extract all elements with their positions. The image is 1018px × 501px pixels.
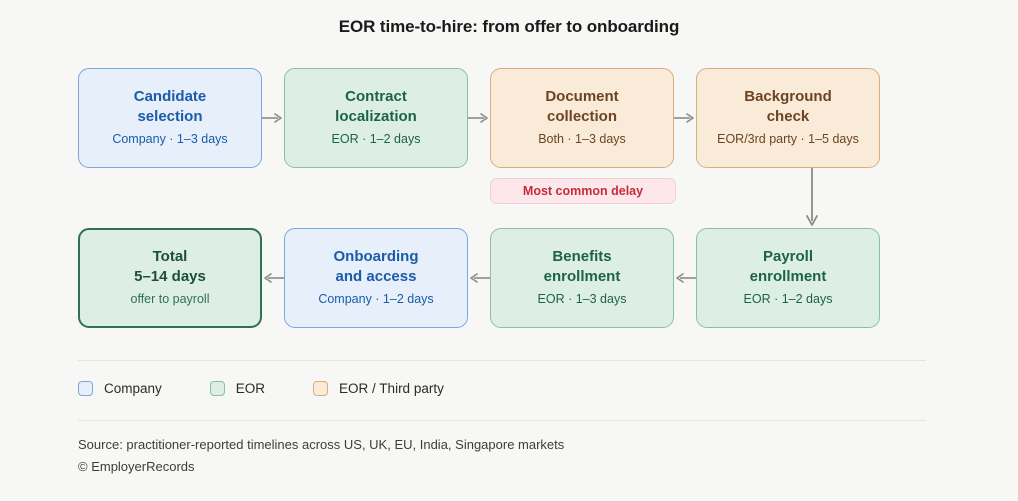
arrow-right-icon [468, 68, 490, 168]
arrow-left-icon [262, 228, 284, 328]
legend-swatch-icon [209, 381, 225, 396]
arrow-right-icon [262, 68, 284, 168]
flow-node-contract-localization[interactable]: Contract localization EOR · 1–2 days [284, 68, 468, 168]
legend-label: EOR [235, 381, 266, 396]
flow-node-title: Background check [744, 88, 832, 126]
footer-copyright: © EmployerRecords [78, 459, 195, 475]
page-title: EOR time-to-hire: from offer to onboardi… [338, 17, 680, 36]
divider-above-footer [78, 420, 926, 421]
legend-label: EOR / Third party [339, 381, 444, 396]
legend: Company EOR EOR / Third party [78, 381, 492, 396]
flow-node-meta: EOR · 1–2 days [331, 132, 421, 147]
flow-node-title: Benefits enrollment [543, 248, 621, 286]
legend-item-company[interactable]: Company [78, 381, 162, 396]
flow-node-title: Total 5–14 days [134, 248, 206, 286]
footer-source: Source: practitioner-reported timelines … [78, 437, 565, 452]
legend-item-eor[interactable]: EOR [209, 381, 266, 396]
flow-node-total[interactable]: Total 5–14 days offer to payroll [78, 228, 262, 328]
flow-node-background-check[interactable]: Background check EOR/3rd party · 1–5 day… [696, 68, 880, 168]
flow-node-meta: offer to payroll [130, 292, 210, 307]
legend-item-eor-third-party[interactable]: EOR / Third party [313, 381, 444, 396]
legend-label: Company [104, 381, 162, 396]
arrow-left-icon [468, 228, 490, 328]
flow-node-candidate-selection[interactable]: Candidate selection Company · 1–3 days [78, 68, 262, 168]
flow-node-payroll-enrollment[interactable]: Payroll enrollment EOR · 1–2 days [696, 228, 880, 328]
flow-node-title: Document collection [545, 88, 619, 126]
status-badge-most-common-delay: Most common delay [490, 178, 676, 204]
flow-node-meta: Company · 1–2 days [318, 292, 434, 307]
flow-row-top: Candidate selection Company · 1–3 days C… [78, 68, 880, 168]
flow-node-meta: Company · 1–3 days [112, 132, 228, 147]
flow-node-title: Candidate selection [133, 88, 207, 126]
flow-node-meta: Both · 1–3 days [538, 132, 626, 147]
flow-node-title: Onboarding and access [333, 248, 419, 286]
flow-row-bottom: Total 5–14 days offer to payroll Onboard… [78, 228, 880, 328]
flow-node-benefits-enrollment[interactable]: Benefits enrollment EOR · 1–3 days [490, 228, 674, 328]
legend-swatch-icon [313, 381, 329, 396]
divider-above-legend [78, 360, 926, 361]
flow-node-meta: EOR · 1–3 days [537, 292, 627, 307]
flow-node-title: Contract localization [335, 88, 417, 126]
flow-node-onboarding-and-access[interactable]: Onboarding and access Company · 1–2 days [284, 228, 468, 328]
flow-node-meta: EOR/3rd party · 1–5 days [717, 132, 859, 147]
flow-node-title: Payroll enrollment [749, 248, 827, 286]
arrow-down-icon [802, 168, 822, 230]
arrow-left-icon [674, 228, 696, 328]
footer: Source: practitioner-reported timelines … [78, 434, 564, 479]
flow-node-meta: EOR · 1–2 days [743, 292, 833, 307]
legend-swatch-icon [78, 381, 93, 396]
flow-node-document-collection[interactable]: Document collection Both · 1–3 days [490, 68, 674, 168]
arrow-right-icon [674, 68, 696, 168]
